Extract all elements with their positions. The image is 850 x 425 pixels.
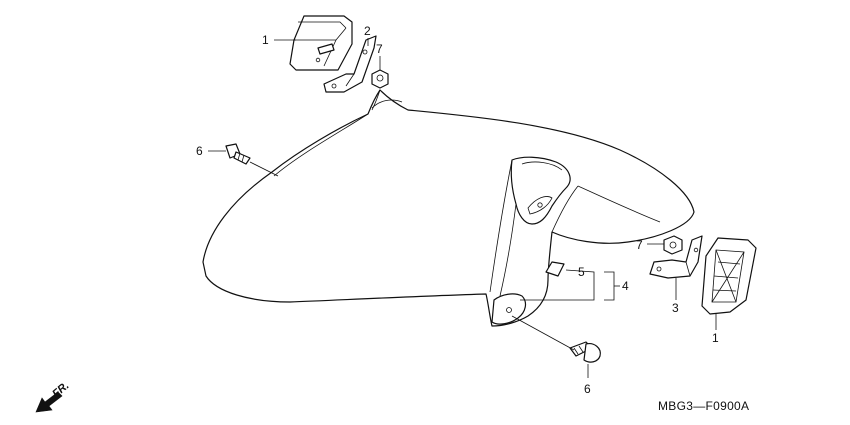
leader-lines	[208, 38, 717, 378]
bracket-left	[323, 35, 377, 93]
callout-reflector-top: 1	[262, 33, 269, 47]
callout-bolt-lower: 6	[584, 382, 591, 396]
callout-reflector-right: 1	[712, 331, 719, 345]
reflector-top-left	[289, 15, 353, 71]
reflector-right	[701, 237, 757, 315]
callout-clips: 5	[578, 265, 585, 279]
callout-nut-top: 7	[376, 42, 383, 56]
arrow-front-left-icon	[35, 391, 63, 413]
nut-top	[371, 69, 389, 89]
callout-nut-right: 7	[636, 238, 643, 252]
front-fender	[202, 89, 695, 327]
callout-clip-group: 4	[622, 279, 629, 293]
callout-bracket-left: 2	[364, 24, 371, 38]
bracket-right	[649, 235, 703, 279]
bolt-upper	[225, 143, 251, 165]
callout-bracket-right: 3	[672, 301, 679, 315]
bolt-lower	[569, 341, 601, 363]
diagram-code: MBG3—F0900A	[658, 399, 749, 413]
nut-right	[663, 235, 683, 255]
callout-bolt-upper: 6	[196, 144, 203, 158]
